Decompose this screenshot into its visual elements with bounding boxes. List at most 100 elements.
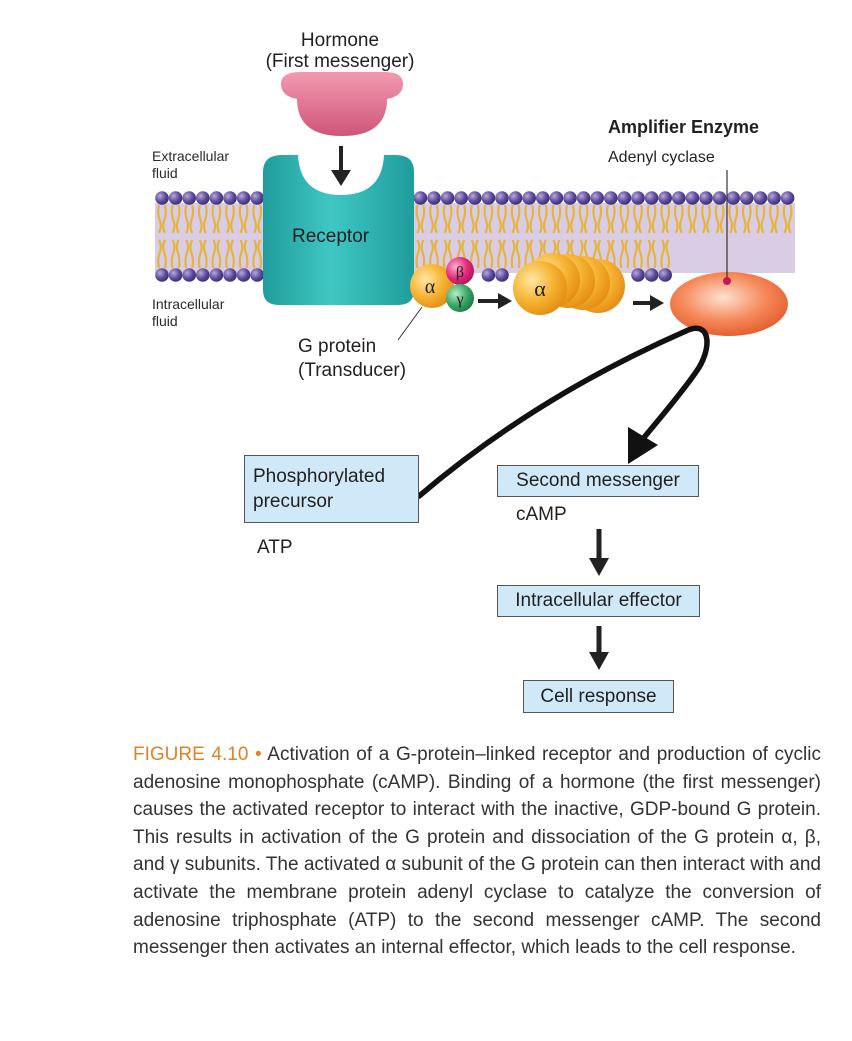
phospholipid-head [576, 191, 591, 205]
adenyl-cyclase-enzyme [670, 272, 788, 336]
lipid-tail [225, 239, 235, 269]
phospholipid-head [508, 191, 523, 205]
extracellular-line1: Extracellular [152, 148, 230, 164]
arrow-to-enzyme-head [650, 295, 664, 311]
lipid-tail [673, 204, 684, 234]
phospholipid-head [155, 268, 169, 282]
lipid-tail [469, 204, 480, 234]
intracellular-label: Intracellular fluid [152, 296, 224, 330]
hormone-label: Hormone (First messenger) [250, 30, 430, 72]
figure-caption: FIGURE 4.10 • Activation of a G-protein–… [133, 741, 821, 962]
arrow-to-effector-head [589, 558, 609, 576]
lipid-tail [714, 204, 725, 234]
activated-alpha-symbol: α [534, 276, 546, 301]
phospholipid-head [685, 191, 700, 205]
g-beta-subunit [446, 257, 474, 285]
phospholipid-head [672, 191, 686, 205]
lipid-tail [510, 204, 521, 234]
receptor-label: Receptor [292, 226, 370, 247]
phospholipid-head [481, 191, 496, 205]
g-protein-leader [397, 306, 423, 341]
hormone-label-line2: (First messenger) [265, 51, 415, 72]
phospholipid-head [168, 268, 183, 282]
lipid-tail [442, 204, 453, 234]
conversion-arrowhead [628, 427, 658, 464]
lipid-tail [197, 239, 208, 269]
phospholipid-head [536, 191, 550, 205]
phospholipid-head [712, 191, 727, 205]
phospholipid-head [644, 191, 659, 205]
phospholipid-head [209, 191, 224, 205]
phospholipid-head [590, 191, 604, 205]
g-gamma-subunit [446, 284, 474, 312]
lipid-tail [170, 239, 181, 269]
g-protein-label: G protein (Transducer) [298, 335, 406, 383]
lipid-tail [483, 204, 494, 234]
activated-alpha-subunit [513, 261, 567, 315]
lipid-tail [510, 239, 521, 269]
phospholipid-head [454, 191, 469, 205]
phospholipid-head [182, 268, 196, 282]
phospholipid-head [236, 191, 251, 205]
phospholipid-head [196, 191, 210, 205]
phospholipid-head [236, 268, 251, 282]
lipid-tail [782, 204, 793, 234]
lipid-tail [565, 204, 575, 234]
g-beta-symbol: β [456, 264, 464, 281]
atp-label: ATP [257, 537, 293, 558]
conversion-arrow [416, 325, 710, 500]
lipid-tail [755, 204, 766, 234]
phospholipid-head [780, 191, 795, 205]
lipid-tail [633, 204, 643, 234]
lipid-tail [415, 204, 426, 234]
phospholipid-head [563, 191, 577, 205]
lipid-tail [225, 204, 235, 234]
lipid-tail [741, 204, 752, 234]
phospholipid-head [440, 191, 455, 205]
phospholipid-head [726, 191, 740, 205]
intracellular-line2: fluid [152, 313, 178, 329]
lipid-tail [633, 239, 643, 269]
lipid-tail [497, 204, 507, 234]
phospholipid-head [209, 268, 224, 282]
lipid-tail [701, 204, 711, 234]
lipid-tail [619, 204, 630, 234]
phospholipid-head [250, 191, 264, 205]
lipid-tail [497, 239, 507, 269]
phospholipid-head [196, 268, 210, 282]
caption-bullet: • [255, 744, 262, 765]
lipid-tail [429, 239, 439, 269]
cell-response-box: Cell response [523, 680, 674, 713]
lipid-tail [537, 204, 548, 234]
camp-label: cAMP [516, 504, 567, 525]
lipid-tail [238, 239, 249, 269]
lipid-tail [524, 204, 535, 234]
intracellular-effector-box: Intracellular effector [497, 585, 700, 617]
phospholipid-head [631, 268, 645, 282]
lipid-tail [646, 204, 657, 234]
lipid-tail [578, 204, 589, 234]
lipid-tail [238, 204, 249, 234]
lipid-tail [211, 204, 222, 234]
lipid-tail [619, 239, 630, 269]
lipid-tail [211, 239, 222, 269]
phospholipid-head [182, 191, 196, 205]
phospholipid-head [617, 191, 632, 205]
phospholipid-head [155, 191, 169, 205]
lipid-tail [551, 204, 562, 234]
phospholipid-head [168, 191, 183, 205]
lipid-tail [252, 239, 263, 269]
phospholipid-head [658, 268, 672, 282]
phospholipid-head [740, 191, 754, 205]
intracellular-line1: Intracellular [152, 296, 225, 312]
lipid-tail [197, 204, 208, 234]
lipid-tail [646, 239, 657, 269]
lipid-tail [660, 239, 671, 269]
phospholipid-head [753, 191, 768, 205]
phospholipid-head [223, 268, 237, 282]
phospholipid-head [495, 191, 509, 205]
receptor-shape [263, 155, 414, 305]
lipid-tail [456, 204, 467, 234]
lipid-tail [687, 204, 698, 234]
lipid-tail [184, 204, 195, 234]
